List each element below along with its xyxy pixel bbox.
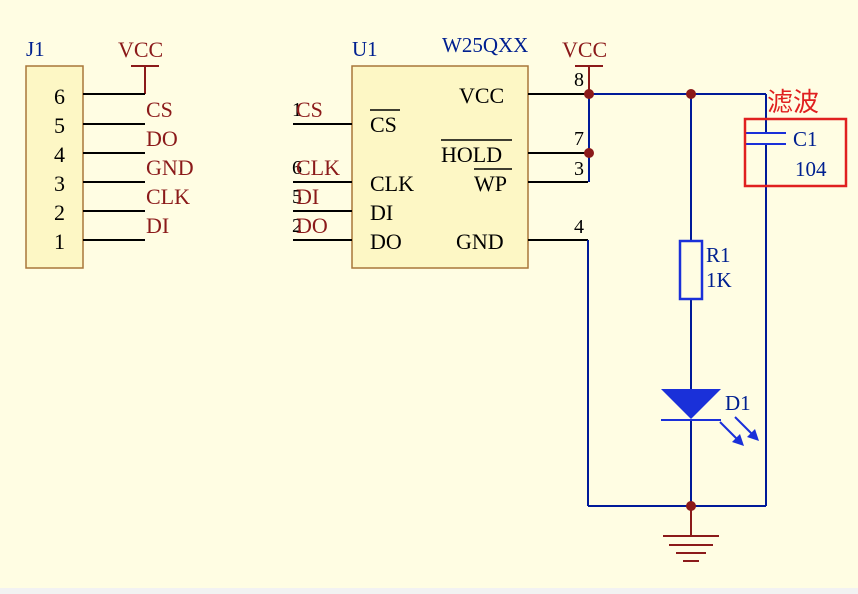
bottom-strip — [0, 588, 858, 594]
u1-pin-name: HOLD — [441, 142, 502, 167]
c1-highlight-box — [743, 117, 848, 188]
j1-pin-number: 4 — [54, 142, 65, 167]
u1-pin-name: CLK — [370, 171, 414, 196]
r1-value: 1K — [706, 268, 732, 292]
j1-pin-number: 2 — [54, 200, 65, 225]
u1-net-label: CLK — [296, 155, 340, 180]
j1-pin-number: 3 — [54, 171, 65, 196]
u1-pin-name: CS — [370, 112, 397, 137]
j1-vcc-symbol: VCC — [118, 37, 163, 94]
u1-pin-name: DO — [370, 229, 402, 254]
junction-dot — [584, 148, 594, 158]
u1-pin-number: 1 — [292, 99, 302, 121]
u1-part-name: W25QXX — [442, 33, 528, 57]
u1-pin-name: VCC — [459, 83, 504, 108]
r1-body — [678, 239, 704, 301]
j1-pin-number: 5 — [54, 113, 65, 138]
u1-net-label: DO — [296, 213, 328, 238]
c1-reference: C1 — [793, 127, 818, 151]
d1-reference: D1 — [725, 391, 751, 415]
d1-light-arrowhead — [732, 434, 744, 446]
led-d1: D1 — [661, 389, 759, 446]
junction-dot — [686, 501, 696, 511]
j1-net-label: DO — [146, 126, 178, 151]
c1-annotation: 滤波 — [767, 88, 819, 118]
u1-reference: U1 — [352, 37, 378, 61]
u1-vcc-label: VCC — [562, 37, 607, 62]
u1-net-label: CS — [296, 97, 323, 122]
junction-dot — [686, 89, 696, 99]
j1-reference: J1 — [26, 37, 45, 61]
j1-pin-number: 1 — [54, 229, 65, 254]
u1-pin-number: 7 — [574, 128, 584, 150]
u1-pin-name: DI — [370, 200, 393, 225]
c1-value: 104 — [795, 157, 827, 181]
j1-net-label: GND — [146, 155, 194, 180]
u1-vcc-symbol: VCC — [562, 37, 607, 94]
j1-vcc-label: VCC — [118, 37, 163, 62]
chip-u1: U1 W25QXX 1 6 5 2 CS CLK DI DO CS CLK DI… — [292, 33, 607, 269]
j1-net-label: DI — [146, 213, 169, 238]
j1-net-label: CS — [146, 97, 173, 122]
u1-pin-number: 3 — [574, 158, 584, 180]
u1-pin-number: 5 — [292, 186, 302, 208]
d1-light-arrowhead — [747, 429, 759, 441]
u1-pin-number: 8 — [574, 69, 584, 91]
connector-j1: J1 VCC 6 5 4 3 2 1 CS DO GND CLK DI — [25, 37, 194, 269]
u1-pin-name: GND — [456, 229, 504, 254]
u1-net-label: DI — [296, 184, 319, 209]
wiring — [584, 89, 767, 536]
u1-body — [351, 65, 529, 269]
resistor-r1: R1 1K — [678, 239, 732, 301]
d1-triangle — [661, 389, 721, 419]
u1-pin-name: WP — [474, 171, 507, 196]
j1-net-label: CLK — [146, 184, 190, 209]
ground-symbol — [663, 535, 719, 562]
u1-pin-number: 6 — [292, 157, 302, 179]
j1-body — [25, 65, 84, 269]
j1-pin-number: 6 — [54, 84, 65, 109]
capacitor-c1: C1 104 滤波 — [743, 88, 848, 188]
u1-pin-number: 4 — [574, 216, 584, 238]
u1-pin-number: 2 — [292, 215, 302, 237]
junction-dot — [584, 89, 594, 99]
r1-reference: R1 — [706, 243, 731, 267]
